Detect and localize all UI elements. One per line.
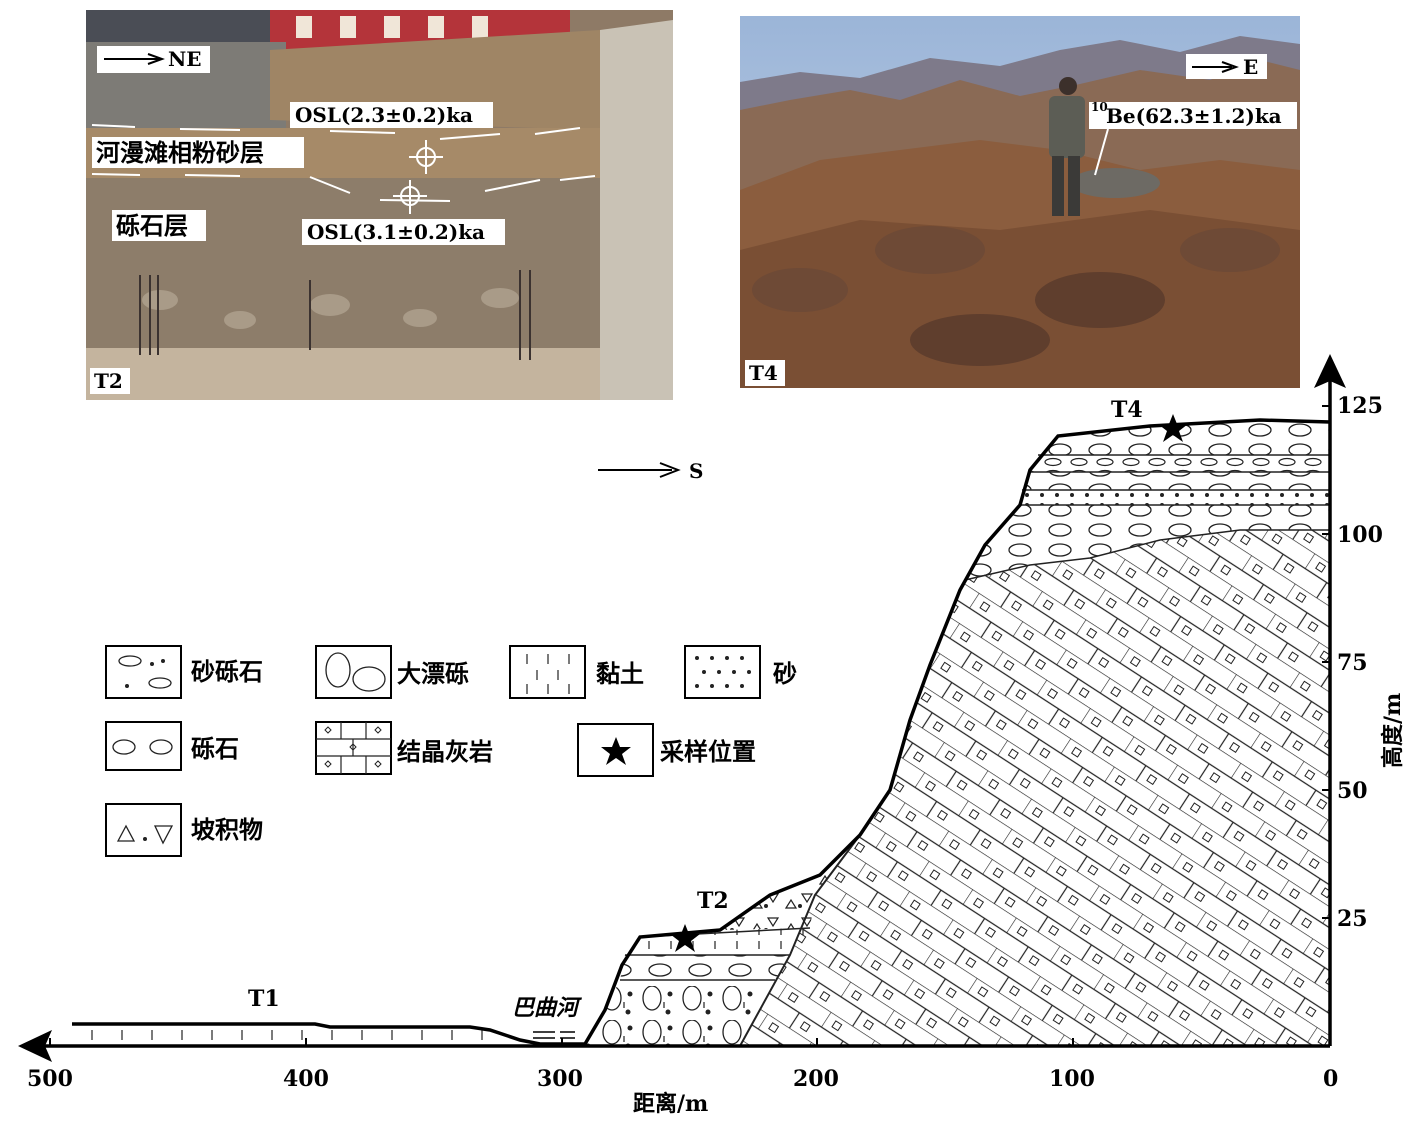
legend-label-sand: 砂 (773, 659, 797, 688)
legend-item-gravel: 砾石 (105, 721, 239, 771)
y-tick-100: 100 (1337, 522, 1383, 548)
y-tick-50: 50 (1337, 778, 1368, 804)
legend-label-boulder: 大漂砾 (397, 659, 469, 688)
x-tick-300: 300 (537, 1066, 583, 1092)
y-tick-125: 125 (1337, 393, 1383, 419)
x-tick-100: 100 (1049, 1066, 1095, 1092)
legend-item-sandy-gravel: 砂砾石 (105, 645, 263, 699)
t2-direction-label: NE (168, 47, 202, 71)
y-axis-arrow (1314, 354, 1346, 388)
x-tick-0: 0 (1323, 1066, 1338, 1092)
legend-item-colluvium: 坡积物 (105, 803, 263, 857)
t4-direction-label: E (1243, 55, 1258, 79)
t4-gravel-middle (1022, 472, 1330, 490)
be-superscript: 10 (1091, 100, 1108, 114)
person-figure (1049, 77, 1085, 216)
x-axis-arrow (18, 1030, 52, 1062)
legend-label-sandy-gravel: 砂砾石 (191, 657, 263, 686)
t4-gravel-top (1038, 420, 1330, 455)
legend-label-crystalline-limestone: 结晶灰岩 (397, 737, 493, 766)
river-water-symbol (533, 1031, 575, 1039)
legend-label-colluvium: 坡积物 (191, 815, 263, 844)
x-axis-label: 距离/m (633, 1091, 708, 1117)
sample-star-t2 (670, 924, 700, 952)
t4-panel-label: T4 (749, 361, 778, 385)
gravel-layer-label: 砾石层 (116, 211, 188, 240)
osl-sample-marker-upper (409, 140, 443, 174)
legend-item-boulder: 大漂砾 (315, 645, 469, 699)
osl-sample-marker-lower (393, 180, 427, 214)
x-tick-500: 500 (27, 1066, 73, 1092)
y-tick-25: 25 (1337, 906, 1368, 932)
t4-sand-layer (1020, 490, 1330, 505)
axes: 500 400 300 200 100 0 距离/m 125 100 75 50… (18, 354, 1406, 1117)
legend-item-sample-location: 采样位置 (577, 723, 756, 777)
legend: 砂砾石 大漂砾 黏土 砂 (105, 645, 797, 857)
legend-label-sample-location: 采样位置 (660, 737, 756, 766)
be-age-label: Be(62.3±1.2)ka (1106, 104, 1282, 128)
osl-upper-label: OSL(2.3±0.2)ka (295, 103, 473, 127)
t4-label: T4 (1111, 397, 1143, 423)
legend-item-crystalline-limestone: 结晶灰岩 (315, 721, 493, 775)
y-tick-75: 75 (1337, 650, 1368, 676)
legend-item-sand: 砂 (684, 645, 797, 699)
sample-star-t4 (1158, 414, 1188, 442)
profile-section: 巴曲河 T1 T2 T4 S (72, 397, 1331, 1047)
osl-lower-label: OSL(3.1±0.2)ka (307, 220, 485, 244)
t2-gravel (620, 955, 790, 980)
x-tick-200: 200 (793, 1066, 839, 1092)
legend-label-clay: 黏土 (596, 659, 644, 688)
bedrock-limestone (740, 530, 1330, 1046)
t1-label: T1 (248, 986, 280, 1012)
t2-gravel-boulder (585, 980, 770, 1046)
t2-label: T2 (697, 888, 729, 914)
floodplain-silt-label: 河漫滩相粉砂层 (96, 138, 264, 167)
t2-panel-label: T2 (94, 369, 123, 393)
y-axis-label: 高度/m (1380, 693, 1406, 768)
photo-t4: E 10 Be(62.3±1.2)ka T4 (740, 16, 1300, 388)
river-label: 巴曲河 (512, 995, 582, 1021)
legend-label-gravel: 砾石 (191, 734, 239, 763)
t2-clay (625, 928, 810, 955)
legend-item-clay: 黏土 (509, 645, 644, 699)
x-tick-400: 400 (283, 1066, 329, 1092)
profile-direction-label: S (689, 459, 703, 483)
photo-t2: NE OSL(2.3±0.2)ka 河漫滩相粉砂层 OSL(3.1±0.2)ka… (86, 10, 673, 400)
t4-small-gravel (1030, 455, 1330, 472)
terrain-surface (72, 418, 1331, 1046)
star-icon (601, 737, 631, 765)
